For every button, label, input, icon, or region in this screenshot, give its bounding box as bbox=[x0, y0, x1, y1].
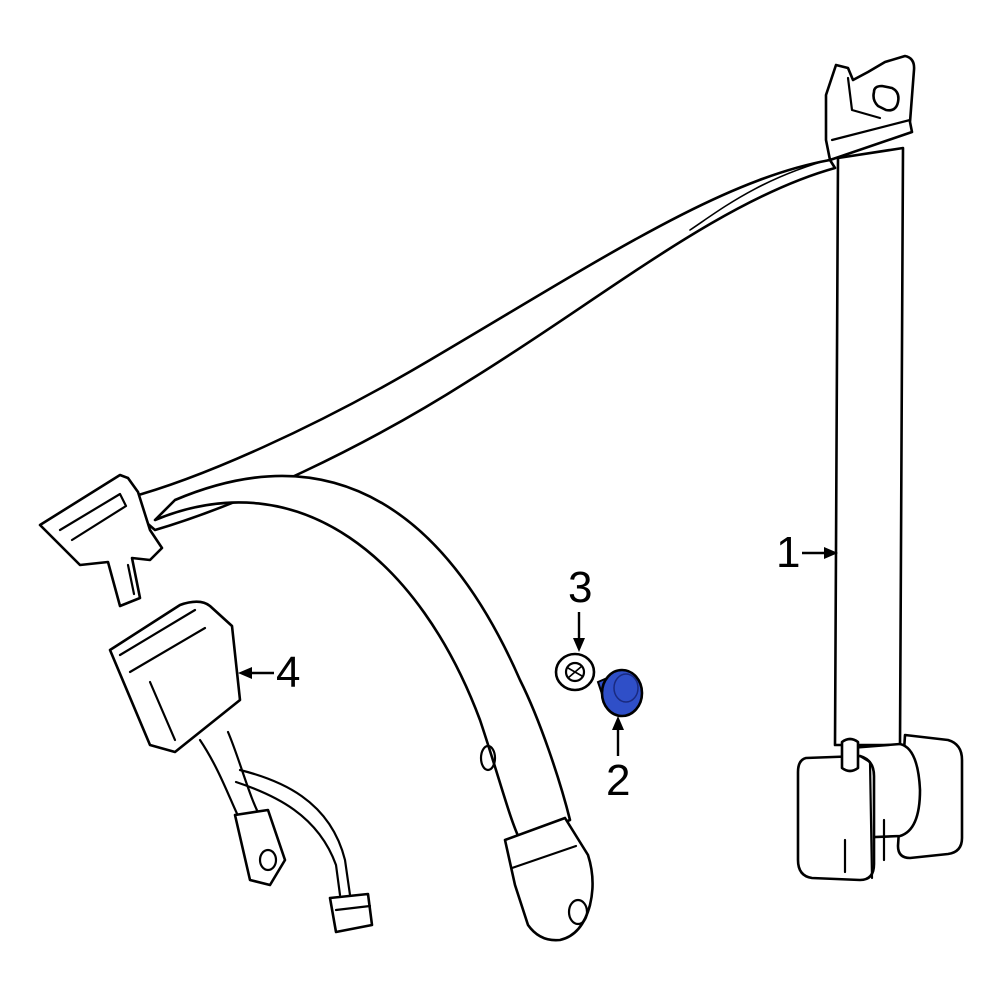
callout-label-1: 1 bbox=[776, 528, 800, 577]
callout-3: 3 bbox=[568, 563, 592, 652]
callout-label-4: 4 bbox=[276, 648, 300, 697]
callout-4: 4 bbox=[238, 648, 300, 697]
retractor-housing bbox=[796, 733, 964, 882]
part-3-washer[interactable] bbox=[554, 652, 596, 692]
part-4-buckle[interactable] bbox=[108, 600, 374, 934]
upper-anchor bbox=[824, 54, 916, 162]
part-1-belt-retractor[interactable] bbox=[796, 54, 964, 882]
belt-webbing bbox=[38, 157, 837, 942]
callout-2: 2 bbox=[606, 716, 630, 805]
callout-label-2: 2 bbox=[606, 756, 630, 805]
part-2-bolt[interactable] bbox=[596, 668, 644, 718]
callout-label-3: 3 bbox=[568, 563, 592, 612]
callout-1: 1 bbox=[776, 528, 838, 577]
